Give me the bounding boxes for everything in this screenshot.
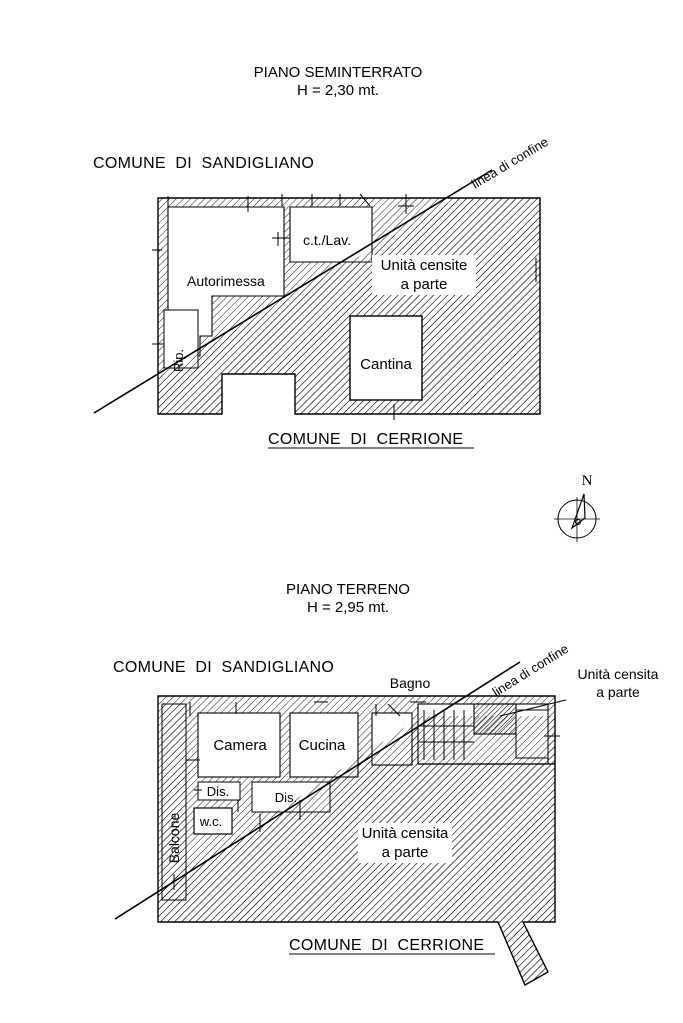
- ground-unita-center-label-bg: [358, 823, 452, 863]
- ground-comune-sandigliano: COMUNE DI SANDIGLIANO: [113, 659, 334, 676]
- ground-wall-ticks: [173, 701, 560, 890]
- basement-comune-sandigliano: COMUNE DI SANDIGLIANO: [93, 155, 314, 172]
- ground-boundary-label: linea di confine: [490, 641, 572, 700]
- ground-wc-room: [193, 807, 233, 835]
- ground-hatched-unit-area: [158, 716, 555, 985]
- ground-unita-center-label-2: a parte: [382, 844, 429, 861]
- basement-title: PIANO SEMINTERRATO: [254, 64, 423, 81]
- basement-rip-label: Rip.: [171, 349, 186, 372]
- ground-comune-cerrione: COMUNE DI CERRIONE: [289, 937, 484, 954]
- basement-plan: PIANO SEMINTERRATO H = 2,30 mt. COMUNE D…: [93, 64, 551, 449]
- basement-unita-label-bg: [372, 255, 476, 295]
- ground-unita-corner-label-1: Unità censita: [578, 666, 659, 682]
- basement-autorimessa-label: Autorimessa: [187, 273, 265, 289]
- ground-height: H = 2,95 mt.: [307, 599, 389, 616]
- basement-unita-label-1: Unità censite: [381, 257, 468, 274]
- ground-balcone-label: Balcone: [166, 812, 182, 863]
- ground-unita-corner-label-2: a parte: [596, 684, 640, 700]
- ground-camera-room: [197, 712, 281, 778]
- basement-ct-lav-label: c.t./Lav.: [303, 232, 351, 248]
- north-arrow-pointer: [570, 493, 586, 530]
- north-arrow-label: N: [582, 473, 593, 489]
- ground-boundary-line: [114, 661, 521, 920]
- ground-dis-2-label: Dis.: [275, 790, 297, 805]
- ground-cucina-label: Cucina: [299, 737, 346, 754]
- basement-comune-cerrione: COMUNE DI CERRIONE: [268, 431, 463, 448]
- basement-cantina-label: Cantina: [360, 356, 412, 373]
- basement-ct-lav-label-bg: [296, 231, 358, 248]
- basement-wall-ticks: [152, 193, 537, 420]
- basement-height: H = 2,30 mt.: [297, 82, 379, 99]
- ground-camera-label: Camera: [213, 737, 267, 754]
- basement-hatched-unit-area: [158, 198, 540, 414]
- basement-boundary-line: [93, 169, 493, 414]
- basement-boundary-label: linea di confine: [469, 134, 551, 192]
- basement-cantina-room: [349, 315, 423, 401]
- ground-unita-center-label-1: Unità censita: [362, 825, 449, 842]
- ground-dis-1-label: Dis.: [207, 784, 229, 799]
- ground-bagno-label: Bagno: [390, 675, 431, 691]
- ground-title: PIANO TERRENO: [286, 581, 410, 598]
- north-arrow: N: [554, 473, 600, 542]
- basement-unita-label-2: a parte: [401, 276, 448, 293]
- ground-balcone: [161, 703, 187, 901]
- ground-wc-label: w.c.: [199, 814, 222, 829]
- ground-corner-leader-line: [499, 699, 567, 717]
- ground-plan: PIANO TERRENO H = 2,95 mt. COMUNE DI SAN…: [113, 581, 659, 986]
